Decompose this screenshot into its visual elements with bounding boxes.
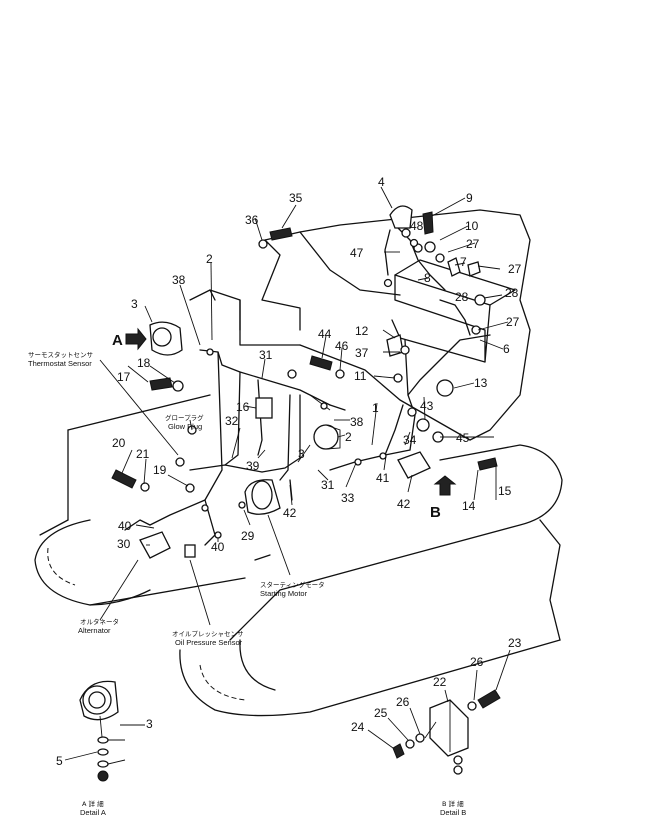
callout-30[interactable]: 30: [117, 537, 131, 551]
leader-lines: [99, 186, 509, 626]
marker-b: B: [430, 504, 441, 521]
callout-2-left[interactable]: 2: [206, 252, 213, 266]
callout-22[interactable]: 22: [433, 675, 447, 689]
callout-14[interactable]: 14: [462, 499, 476, 513]
marker-a: A: [112, 332, 123, 349]
callout-36[interactable]: 36: [245, 213, 259, 227]
components: [111, 205, 498, 559]
callout-32[interactable]: 32: [225, 414, 239, 428]
callout-42-right[interactable]: 42: [397, 497, 411, 511]
callout-24[interactable]: 24: [351, 720, 365, 734]
callout-40-right[interactable]: 40: [211, 540, 225, 554]
callout-28-mid[interactable]: 28: [455, 290, 469, 304]
callout-20[interactable]: 20: [112, 436, 126, 450]
callout-33[interactable]: 33: [341, 491, 355, 505]
callout-4[interactable]: 4: [378, 175, 385, 189]
detail-b-label-jp: B 詳 細: [442, 799, 464, 808]
detail-a: [64, 680, 145, 782]
callout-48[interactable]: 48: [410, 219, 424, 233]
callout-28-right[interactable]: 28: [505, 286, 519, 300]
callout-47[interactable]: 47: [350, 246, 364, 260]
callout-19[interactable]: 19: [153, 463, 167, 477]
callout-26-top[interactable]: 26: [470, 655, 484, 669]
callout-35[interactable]: 35: [289, 191, 303, 205]
callout-10[interactable]: 10: [465, 219, 479, 233]
callout-27-low[interactable]: 27: [506, 315, 520, 329]
detail-a-label-jp: A 詳 細: [82, 799, 104, 808]
starting-motor-label-jp: スターティングモータ: [260, 580, 325, 589]
callout-21[interactable]: 21: [136, 447, 150, 461]
track-frame: [34, 444, 563, 717]
callout-27-right[interactable]: 27: [508, 262, 522, 276]
callout-25[interactable]: 25: [374, 706, 388, 720]
callout-31-bottom[interactable]: 31: [321, 478, 335, 492]
callout-38-left[interactable]: 38: [172, 273, 186, 287]
oil-sensor-label-jp: オイルプレッシャセンサ: [172, 630, 244, 638]
callout-8[interactable]: 8: [424, 271, 431, 285]
part-numbers: 4 9 35 36 10 48 27 47 2 7 27 8 38 28 28 …: [56, 175, 522, 768]
callout-15[interactable]: 15: [498, 484, 512, 498]
callout-13[interactable]: 13: [474, 376, 488, 390]
callout-39[interactable]: 39: [246, 459, 260, 473]
glow-plug-label-jp: グロープラグ: [165, 413, 204, 422]
callout-5[interactable]: 5: [56, 754, 63, 768]
detail-b-label-en: Detail B: [440, 808, 466, 817]
oil-sensor-label-en: Oil Pressure Sensor: [175, 638, 243, 647]
callout-23[interactable]: 23: [508, 636, 522, 650]
callout-40-left[interactable]: 40: [118, 519, 132, 533]
callout-31-top[interactable]: 31: [259, 348, 273, 362]
callout-3-left[interactable]: 3: [131, 297, 138, 311]
callout-38-right[interactable]: 38: [350, 415, 364, 429]
callout-2-right[interactable]: 2: [345, 430, 352, 444]
callout-1[interactable]: 1: [372, 401, 379, 415]
callout-34[interactable]: 34: [403, 433, 417, 447]
callout-37[interactable]: 37: [355, 346, 369, 360]
callout-3-mid[interactable]: 3: [298, 447, 305, 461]
callout-27-top[interactable]: 27: [466, 237, 480, 251]
callout-29[interactable]: 29: [241, 529, 255, 543]
callout-41[interactable]: 41: [376, 471, 390, 485]
alternator-label-jp: オルタネータ: [80, 617, 119, 626]
starting-motor-label-en: Starting Motor: [260, 589, 308, 598]
view-markers: [125, 327, 457, 496]
callout-12[interactable]: 12: [355, 324, 369, 338]
callout-17[interactable]: 17: [117, 370, 131, 384]
callout-44[interactable]: 44: [318, 327, 332, 341]
callout-26-low[interactable]: 26: [396, 695, 410, 709]
callout-43[interactable]: 43: [420, 399, 434, 413]
callout-42-left[interactable]: 42: [283, 506, 297, 520]
callout-45[interactable]: 45: [456, 431, 470, 445]
component-labels: サーモスタットセンサ Thermostat Sensor グロープラグ Glow…: [28, 350, 466, 817]
thermostat-label-en: Thermostat Sensor: [28, 359, 92, 368]
glow-plug-label-en: Glow Plug: [168, 422, 202, 431]
thermostat-label-jp: サーモスタットセンサ: [28, 350, 93, 359]
callout-46[interactable]: 46: [335, 339, 349, 353]
detail-a-label-en: Detail A: [80, 808, 106, 817]
callout-3-detail[interactable]: 3: [146, 717, 153, 731]
callout-7[interactable]: 7: [460, 255, 467, 269]
callout-9[interactable]: 9: [466, 191, 473, 205]
detail-b: [367, 649, 511, 775]
alternator-label-en: Alternator: [78, 626, 111, 635]
callout-6[interactable]: 6: [503, 342, 510, 356]
callout-18[interactable]: 18: [137, 356, 151, 370]
callout-16[interactable]: 16: [236, 400, 250, 414]
callout-11[interactable]: 11: [354, 369, 367, 383]
